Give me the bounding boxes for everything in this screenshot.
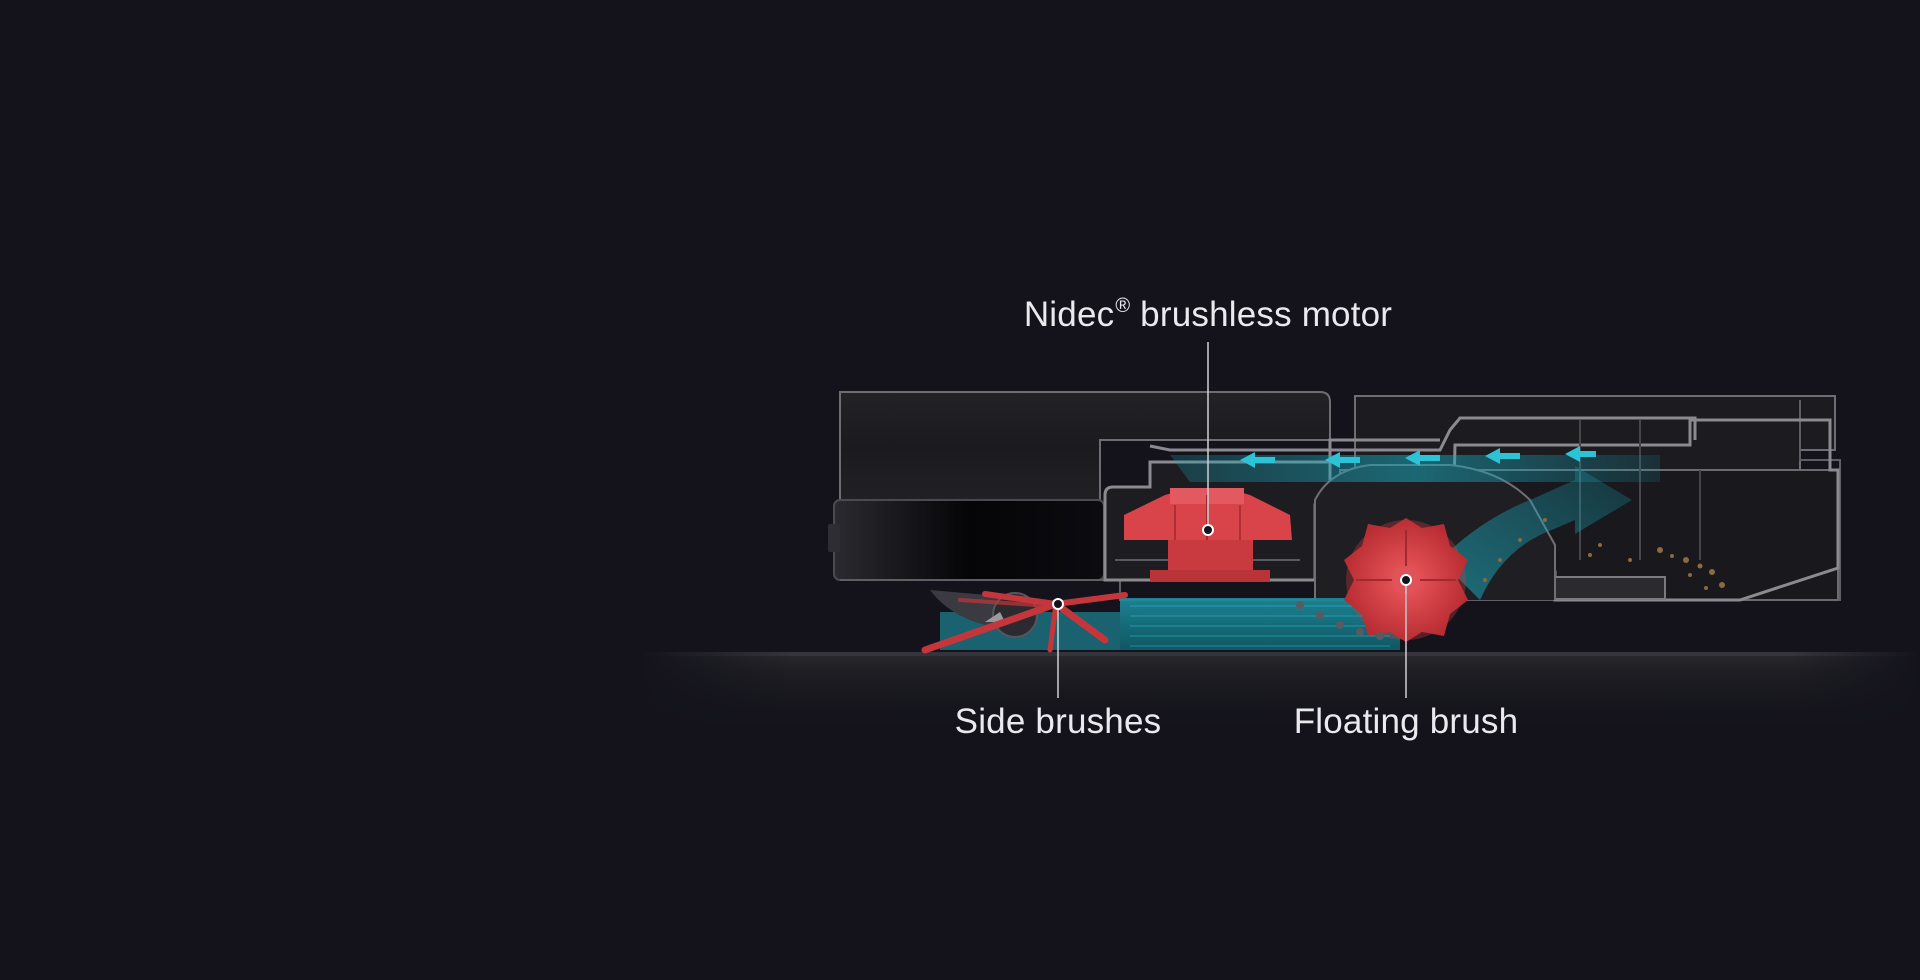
floor (640, 652, 1920, 722)
motor-callout-label: Nidec® brushless motor (1024, 296, 1392, 332)
motor-description: brushless motor (1130, 295, 1393, 334)
side-brushes (921, 591, 1128, 654)
side-brushes-callout-label: Side brushes (954, 702, 1162, 741)
callout-leaders (1052, 342, 1412, 698)
floating-brush-callout-label: Floating brush (1293, 702, 1519, 741)
motor-brand: Nidec (1023, 295, 1115, 334)
registered-mark: ® (1115, 295, 1131, 317)
vacuum-shell (828, 391, 1841, 602)
dust-debris (1483, 518, 1725, 590)
